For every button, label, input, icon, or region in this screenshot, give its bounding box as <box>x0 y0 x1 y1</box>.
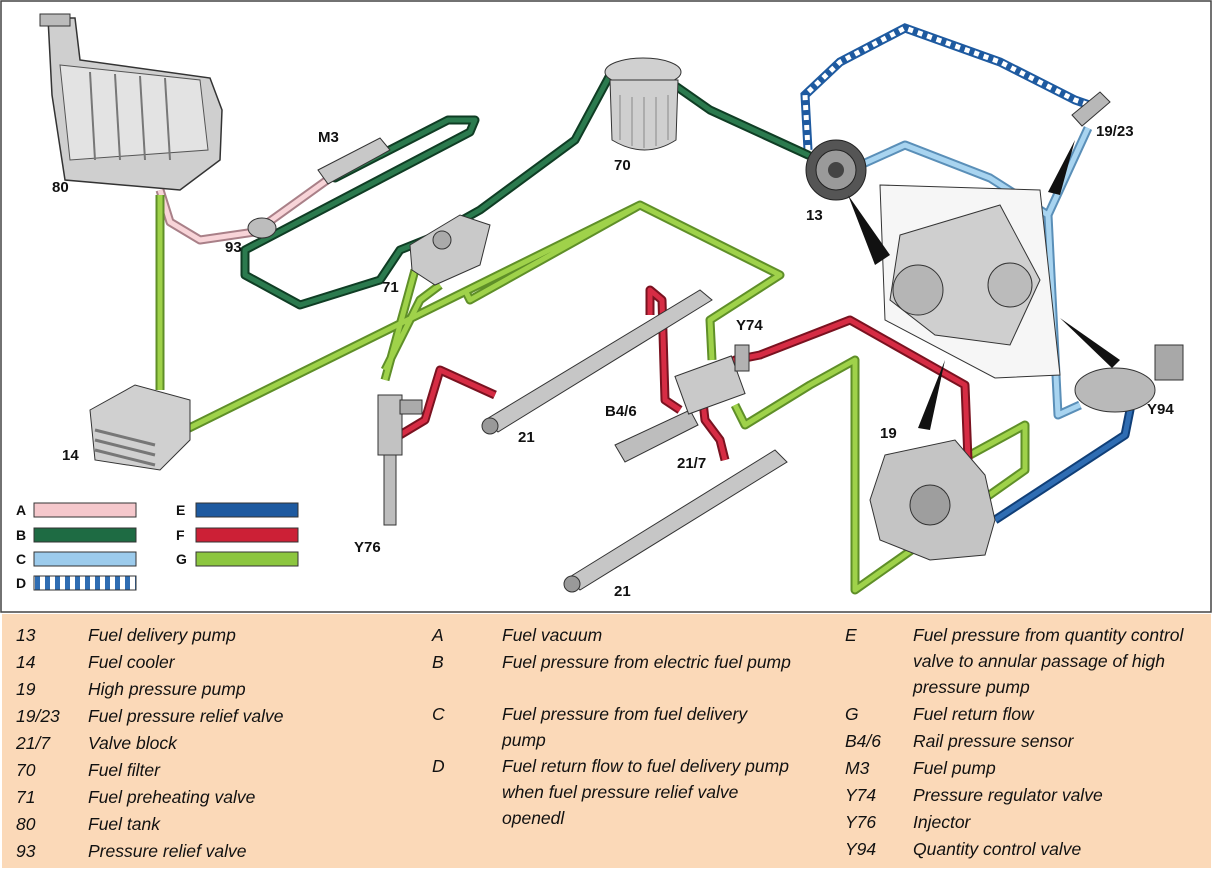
key-d-swatch <box>33 575 137 591</box>
label-y74: Y74 <box>736 317 763 334</box>
pressure-relief-valve-icon <box>247 217 277 239</box>
fuel-preheating-valve-icon <box>409 214 491 286</box>
fuel-system-diagram: 80 93 M3 71 70 13 19/23 14 Y76 21 21 B4/… <box>0 0 1212 613</box>
high-pressure-pump-detail <box>848 140 1120 430</box>
key-g-swatch <box>195 551 299 567</box>
key-d-letter: D <box>16 575 26 591</box>
label-19: 19 <box>880 425 897 442</box>
label-b4-6: B4/6 <box>605 403 637 420</box>
valve-block-icon <box>674 355 746 415</box>
label-m3: M3 <box>318 129 339 146</box>
fuel-pump-icon <box>317 137 391 185</box>
fuel-cooler-icon <box>89 384 191 471</box>
key-g-letter: G <box>176 551 187 567</box>
label-71: 71 <box>382 279 399 296</box>
key-a-letter: A <box>16 502 26 518</box>
key-f-swatch <box>195 527 299 543</box>
label-y94: Y94 <box>1147 401 1174 418</box>
fuel-tank-icon <box>39 13 223 191</box>
key-e-letter: E <box>176 502 185 518</box>
label-70: 70 <box>614 157 631 174</box>
fuel-delivery-pump-icon <box>805 139 867 201</box>
key-a-swatch <box>33 502 137 518</box>
fuel-pressure-relief-valve-icon <box>1071 91 1111 127</box>
key-f-letter: F <box>176 527 185 543</box>
line-a-fuel-vacuum <box>155 174 333 245</box>
fuel-filter-icon <box>604 57 682 151</box>
label-y76: Y76 <box>354 539 381 556</box>
line-d-return-to-delivery-pump <box>800 23 1100 151</box>
label-14: 14 <box>62 447 79 464</box>
rail-upper-icon <box>481 289 713 435</box>
label-80: 80 <box>52 179 69 196</box>
line-key: A B C D E F G <box>16 502 299 591</box>
key-c-swatch <box>33 551 137 567</box>
line-f-high-pressure <box>397 285 973 462</box>
rail-pressure-sensor-icon <box>614 409 699 463</box>
pressure-regulator-valve-icon <box>734 344 750 372</box>
key-e-swatch <box>195 502 299 518</box>
label-21-lower: 21 <box>614 583 631 600</box>
label-21-upper: 21 <box>518 429 535 446</box>
key-b-letter: B <box>16 527 26 543</box>
label-19-23: 19/23 <box>1096 123 1134 140</box>
key-b-swatch <box>33 527 137 543</box>
quantity-control-valve-icon <box>1074 344 1184 413</box>
label-93: 93 <box>225 239 242 256</box>
line-g-fuel-return <box>127 195 1030 595</box>
injector-icon <box>377 394 423 526</box>
label-13: 13 <box>806 207 823 224</box>
label-21-7: 21/7 <box>677 455 706 472</box>
rail-lower-icon <box>563 449 788 593</box>
key-c-letter: C <box>16 551 26 567</box>
high-pressure-pump-icon <box>869 439 996 561</box>
component-labels: 80 93 M3 71 70 13 19/23 14 Y76 21 21 B4/… <box>52 123 1174 600</box>
